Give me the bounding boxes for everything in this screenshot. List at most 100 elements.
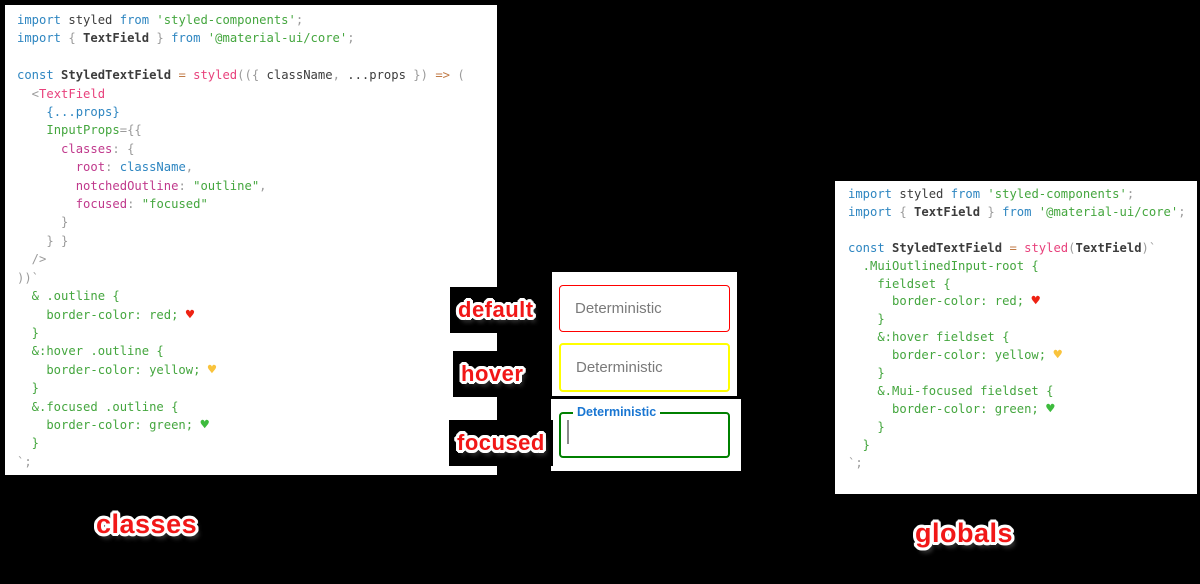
code-token: border-color: yellow; — [848, 348, 1054, 363]
code-token: className — [119, 160, 186, 175]
code-line: const StyledTextField = styled(({ classN… — [17, 66, 497, 84]
code-token: from — [171, 31, 201, 46]
code-token: ; — [295, 13, 304, 27]
code-line: border-color: yellow; ♥ — [17, 361, 497, 379]
code-token: from — [119, 13, 150, 27]
left-code-panel: import styled from 'styled-components'; i… — [5, 5, 497, 475]
code-token — [885, 241, 892, 255]
code-line: <TextField — [17, 85, 497, 103]
red-heart-icon: ♥ — [185, 306, 195, 323]
code-token: const — [848, 240, 885, 255]
textfield-focused[interactable] — [559, 412, 730, 458]
code-token: => — [435, 68, 450, 83]
code-line: import { TextField } from '@material-ui/… — [17, 29, 497, 47]
code-line: } — [848, 419, 1197, 437]
code-line: &.Mui-focused fieldset { — [848, 383, 1197, 401]
code-token — [17, 142, 61, 156]
code-token: } — [848, 366, 885, 381]
code-line: border-color: red; ♥ — [848, 293, 1197, 311]
code-token: = — [178, 68, 186, 83]
code-token: .MuiOutlinedInput-root { — [848, 258, 1039, 273]
code-token: from — [1002, 204, 1032, 219]
code-token: styled — [892, 187, 951, 201]
code-token: focused — [75, 197, 128, 212]
code-token: classes — [61, 141, 113, 156]
code-token: border-color: red; — [848, 294, 1032, 309]
green-heart-icon: ♥ — [1046, 400, 1055, 417]
green-heart-icon: ♥ — [200, 416, 209, 433]
code-line: import styled from 'styled-components'; — [848, 186, 1197, 204]
code-token — [17, 105, 46, 119]
yellow-heart-icon: ♥ — [1053, 347, 1062, 364]
textfield-placeholder: Deterministic — [575, 300, 662, 317]
code-line: border-color: red; ♥ — [17, 306, 497, 324]
code-token: ; — [1126, 187, 1135, 201]
code-token: , — [185, 160, 194, 175]
code-token: `; — [17, 454, 32, 469]
code-token: : { — [112, 141, 135, 156]
code-token: &.Mui-focused fieldset { — [848, 383, 1054, 398]
code-line: `; — [848, 455, 1197, 473]
code-token: ( — [1068, 240, 1076, 255]
code-line: } — [17, 213, 497, 231]
code-line: fieldset { — [848, 276, 1197, 294]
code-token: '@material-ui/core' — [200, 31, 348, 46]
code-token: import — [848, 187, 893, 201]
code-token: border-color: green; — [848, 401, 1047, 416]
code-line: &.focused .outline { — [17, 398, 497, 416]
code-token: } — [17, 325, 40, 340]
code-token: ={{ — [119, 123, 142, 138]
code-line: notchedOutline: "outline", — [17, 177, 497, 195]
code-token — [17, 160, 76, 174]
code-token: } — [848, 419, 885, 434]
code-token: } — [17, 215, 69, 230]
code-token: 'styled-components' — [149, 13, 296, 27]
code-token: : — [105, 160, 120, 175]
code-line: focused: "focused" — [17, 195, 497, 213]
code-token: = — [1009, 240, 1017, 255]
code-token: } — [17, 381, 40, 396]
code-token: InputProps — [46, 123, 120, 138]
code-token: '@material-ui/core' — [1031, 204, 1179, 219]
code-token: TextField — [83, 31, 150, 46]
label-hover: hover — [453, 351, 532, 397]
code-token: }) — [405, 68, 436, 83]
code-token: < — [17, 86, 40, 101]
code-token: &.focused .outline { — [17, 399, 179, 414]
code-line: InputProps={{ — [17, 121, 497, 139]
code-line: root: className, — [17, 158, 497, 176]
code-token — [17, 179, 76, 193]
code-token — [54, 68, 61, 82]
code-token: } — [17, 436, 40, 451]
code-token: { — [892, 204, 915, 219]
code-token: notchedOutline — [75, 178, 179, 193]
code-token: } — [848, 312, 885, 327]
textfield-default[interactable]: Deterministic — [559, 285, 730, 332]
code-token: TextField — [39, 86, 106, 101]
code-token: import — [848, 204, 893, 219]
code-line: &:hover .outline { — [17, 342, 497, 360]
code-token: & .outline { — [17, 289, 120, 304]
code-line: const StyledTextField = styled(TextField… — [848, 240, 1197, 258]
yellow-heart-icon: ♥ — [207, 361, 217, 378]
code-token: , — [332, 68, 340, 83]
code-token: /> — [17, 252, 47, 267]
code-token: import — [17, 13, 62, 27]
textfield-hover[interactable]: Deterministic — [559, 343, 730, 392]
code-token: "outline" — [193, 178, 260, 193]
code-token: } — [980, 204, 1003, 219]
code-token: from — [950, 187, 981, 201]
code-token — [17, 123, 46, 137]
code-token: border-color: green; — [17, 417, 201, 432]
code-token: : — [127, 197, 142, 212]
code-token: &:hover fieldset { — [848, 330, 1010, 345]
code-line: .MuiOutlinedInput-root { — [848, 258, 1197, 276]
code-token: import — [17, 31, 62, 46]
label-focused: focused — [449, 420, 553, 466]
code-line: } — [848, 365, 1197, 383]
code-token: styled — [193, 68, 238, 83]
code-token: className — [266, 68, 333, 83]
code-line: border-color: green; ♥ — [848, 401, 1197, 419]
code-token: root — [75, 160, 106, 175]
code-line: } — [17, 324, 497, 342]
